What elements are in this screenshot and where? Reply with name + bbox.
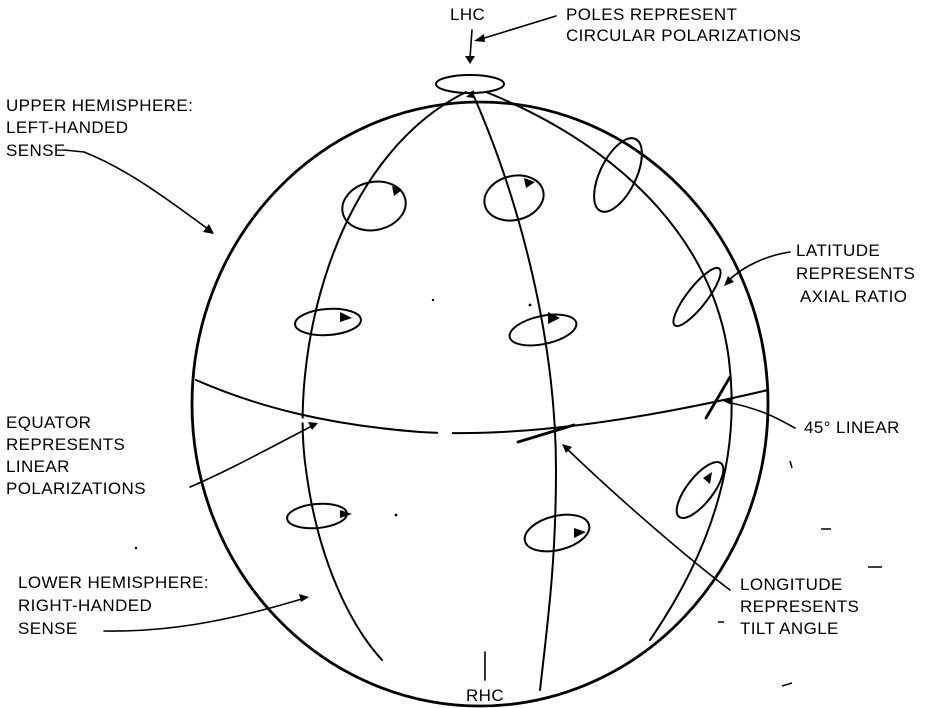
speck-1 — [529, 304, 532, 307]
label-lower-3: SENSE — [18, 619, 78, 638]
label-equator-2: REPRESENTS — [6, 435, 125, 454]
label-45-linear: 45° LINEAR — [804, 418, 900, 437]
poles-leader — [478, 16, 556, 40]
label-upper-2: LEFT-HANDED — [6, 118, 128, 137]
lower-leader-arrow — [299, 594, 309, 602]
label-rhc: RHC — [466, 686, 504, 705]
upper-leader-arrow — [203, 224, 214, 234]
label-lower-2: RIGHT-HANDED — [18, 596, 152, 615]
speck-9 — [782, 683, 792, 686]
linear-mark-center — [518, 425, 574, 442]
speck-5 — [790, 461, 792, 468]
label-equator-4: POLARIZATIONS — [6, 479, 146, 498]
label-upper-3: SENSE — [6, 141, 66, 160]
label-longitude-3: TILT ANGLE — [740, 619, 839, 638]
label-latitude-3: AXIAL RATIO — [800, 287, 907, 306]
meridian-center — [472, 92, 556, 690]
label-latitude-1: LATITUDE — [796, 241, 880, 260]
arrow-lower-3 — [703, 472, 712, 484]
label-lower-1: LOWER HEMISPHERE: — [18, 573, 209, 592]
polarization-ellipse-upper-1 — [338, 176, 411, 236]
label-longitude-2: REPRESENTS — [740, 597, 859, 616]
label-equator-3: LINEAR — [6, 457, 70, 476]
label-latitude-2: REPRESENTS — [796, 264, 915, 283]
speck-2 — [432, 299, 434, 301]
pole-arrowhead — [466, 90, 474, 98]
speck-4 — [135, 547, 137, 549]
upper-leader — [84, 152, 212, 232]
label-lhc: LHC — [450, 5, 485, 24]
speck-3 — [395, 514, 398, 517]
equator-gap-1 — [300, 420, 312, 422]
label-upper-1: UPPER HEMISPHERE: — [6, 96, 193, 115]
upper-label-dash — [64, 150, 84, 152]
poles-leader-arrow — [474, 34, 485, 42]
label-poles-1: POLES REPRESENT — [566, 5, 737, 24]
meridian-right — [486, 92, 732, 640]
label-poles-2: CIRCULAR POLARIZATIONS — [566, 26, 801, 45]
polarization-ellipse-lower-3 — [669, 455, 731, 525]
label-equator-1: EQUATOR — [6, 413, 91, 432]
polarization-ellipse-upper-6 — [667, 262, 727, 331]
equator-leader-arrow — [308, 422, 318, 430]
equator-leader — [190, 425, 314, 487]
lhc-stem-arrow — [465, 56, 475, 64]
polarization-ellipse-upper-2 — [480, 169, 549, 226]
polarization-ellipse-upper-3 — [584, 131, 651, 219]
sphere-outline — [192, 102, 768, 706]
linear-mark-45 — [706, 377, 730, 418]
label-longitude-1: LONGITUDE — [740, 575, 843, 594]
meridian-left — [303, 92, 466, 660]
polarization-ellipse-upper-4 — [294, 307, 362, 338]
lhc-stem — [470, 30, 472, 58]
equator-line — [196, 380, 768, 433]
arrow-upper-4 — [340, 312, 352, 322]
pole-circle-top — [436, 75, 504, 93]
linear45-leader — [727, 402, 795, 428]
longitude-leader — [565, 447, 730, 590]
